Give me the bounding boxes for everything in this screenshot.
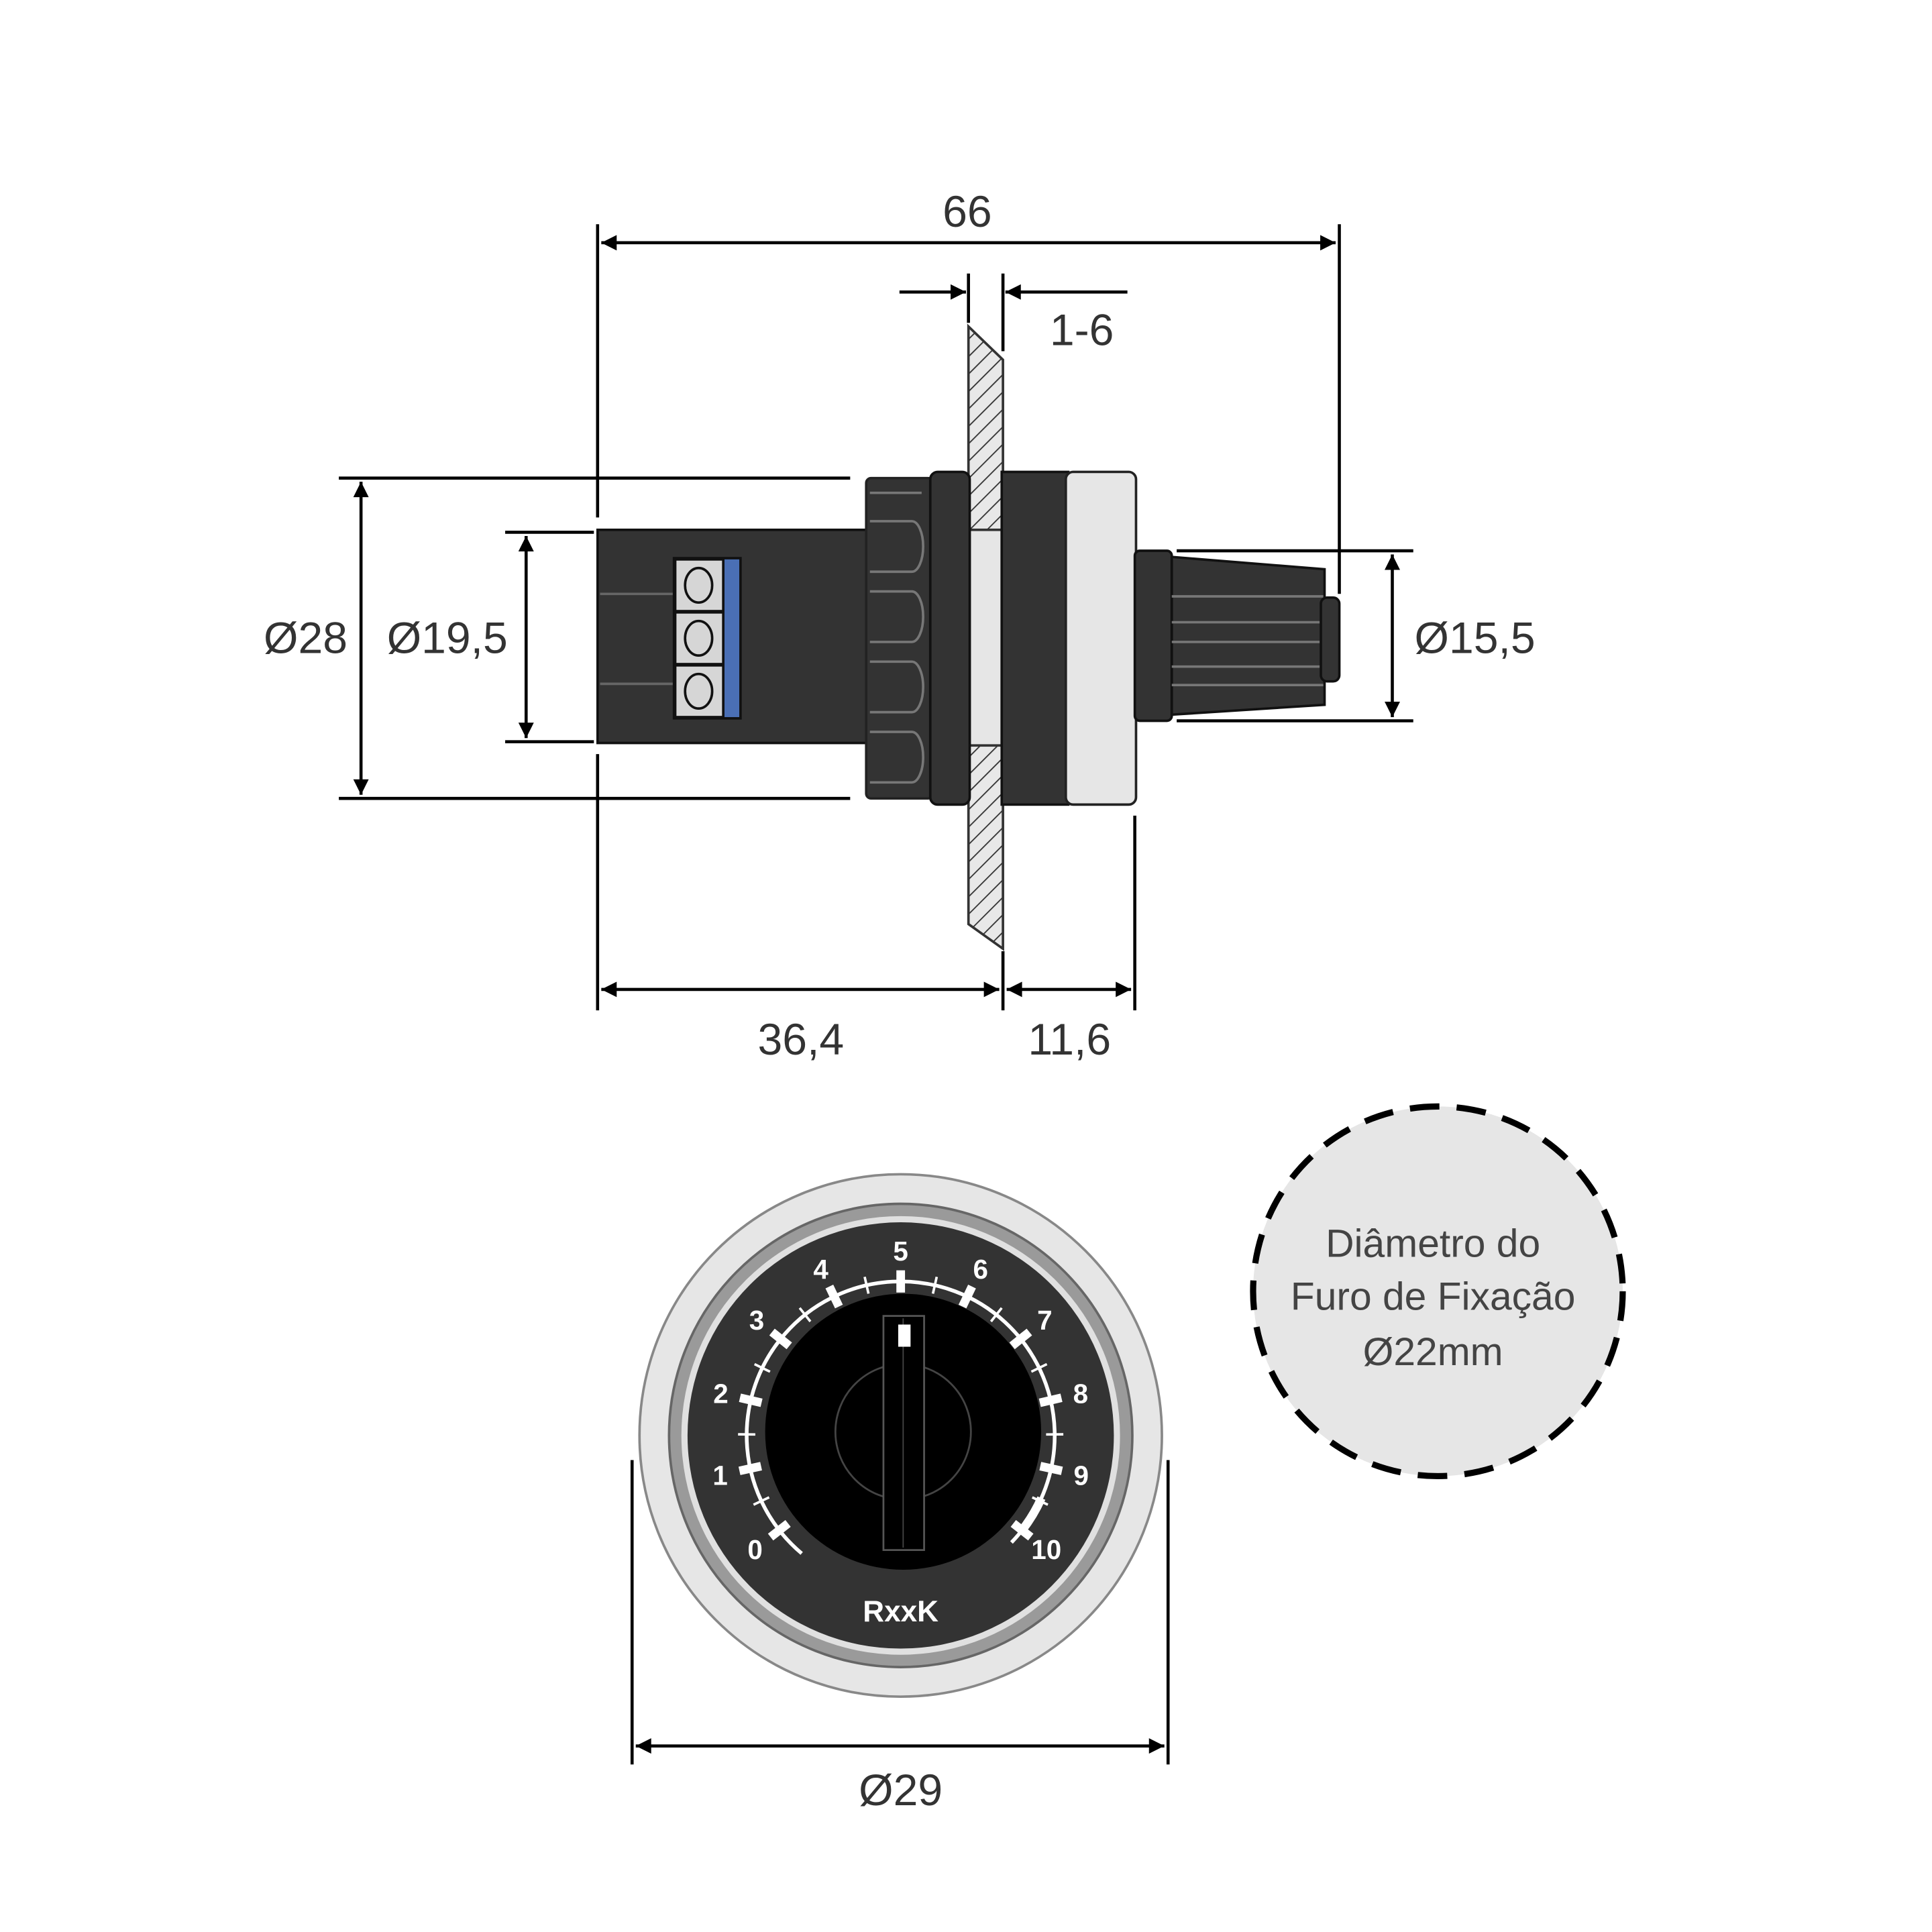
major-tick [1009,1328,1032,1350]
dim-knob-diameter: Ø15,5 [1415,613,1536,663]
terminal-screw-icon [684,672,714,710]
hole-label-line2: Furo de Fixação [1291,1275,1576,1318]
dim-panel-thickness: 1-6 [1050,305,1114,355]
knob-tip [1320,596,1341,683]
scale-label: 8 [1073,1379,1088,1409]
knob [1170,555,1326,716]
panel-hole-gap [968,528,1004,747]
dim-rear-length: 36,4 [758,1015,845,1065]
major-tick [1039,1462,1063,1475]
terminal-block [672,557,742,720]
scale-label: 6 [973,1254,987,1285]
scale-end-band [1018,1496,1046,1534]
knob-base [1133,549,1173,722]
dim-body-diameter: Ø28 [264,613,347,663]
minor-tick [798,1307,812,1323]
scale-label: 7 [1037,1305,1052,1336]
scale-label: 0 [747,1534,762,1565]
scale-label: 9 [1074,1460,1089,1491]
dim-rear-diameter: Ø19,5 [387,613,508,663]
major-tick [739,1393,763,1407]
scale-label: 3 [749,1305,764,1336]
dim-overall-length: 66 [943,187,992,237]
hole-label-line3: Ø22mm [1363,1330,1503,1374]
dial-legend: RxxK [863,1595,938,1628]
major-tick [1038,1393,1063,1407]
pointer-mark [898,1324,911,1347]
major-tick [767,1519,791,1541]
dim-front-diameter: Ø29 [859,1766,943,1815]
minor-tick [753,1496,770,1506]
major-tick [1010,1519,1034,1541]
scale-label: 2 [713,1379,728,1409]
minor-tick [753,1362,771,1373]
scale-label: 1 [712,1460,727,1491]
scale-arc [745,1279,1057,1555]
mounting-hole: Diâmetro do Furo de Fixação Ø22mm [1250,1103,1626,1479]
dimension-lines [339,224,1413,1765]
front-light-ring [1064,470,1138,806]
terminal-screw-icon [684,566,714,604]
scale-label: 5 [893,1236,908,1267]
minor-tick [863,1276,870,1294]
minor-tick [931,1276,938,1294]
major-tick [769,1328,792,1350]
major-tick [958,1285,976,1309]
front-flange [928,470,971,806]
dim-front-length: 11,6 [1028,1015,1111,1065]
major-tick [738,1462,762,1475]
terminal-screw-icon [684,619,714,657]
major-tick [825,1285,843,1309]
hole-label-line1: Diâmetro do [1326,1222,1540,1265]
front-view-dial: 0 1 2 3 4 5 6 7 8 9 10 RxxK [638,1173,1163,1699]
minor-tick [1030,1362,1048,1373]
minor-tick [989,1307,1003,1323]
scale-label: 4 [813,1254,828,1285]
side-view [596,323,1341,951]
scale-label: 10 [1031,1534,1061,1565]
